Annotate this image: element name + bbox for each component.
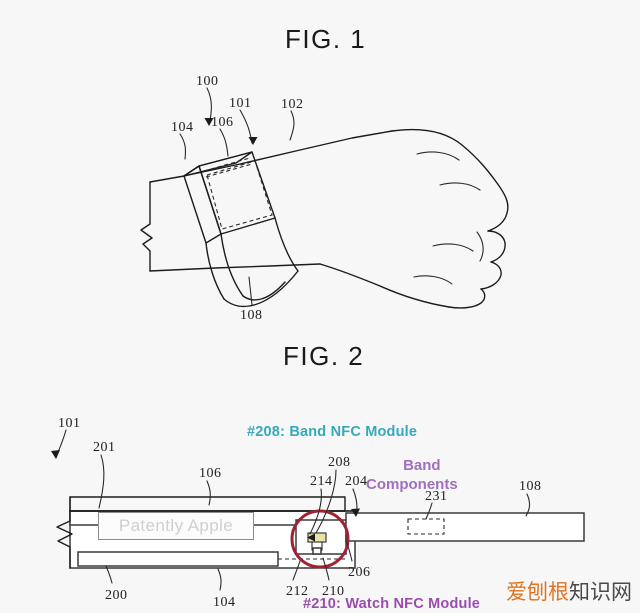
patently-apple-watermark: Patently Apple <box>98 512 254 540</box>
annotation-band-nfc-module: #208: Band NFC Module <box>247 424 418 440</box>
numeral-204: 204 <box>345 474 368 489</box>
numeral-106-fig2: 106 <box>199 466 222 481</box>
numeral-201: 201 <box>93 440 116 455</box>
numeral-214: 214 <box>310 474 333 489</box>
numeral-206: 206 <box>348 565 371 580</box>
numeral-200: 200 <box>105 588 128 603</box>
numeral-108-fig2: 108 <box>519 479 542 494</box>
annotation-band-components: Band Components <box>366 456 458 494</box>
numeral-208: 208 <box>328 455 351 470</box>
numeral-100: 100 <box>196 74 219 89</box>
figure-1-title: FIG. 1 <box>285 24 367 54</box>
numeral-106: 106 <box>211 115 234 130</box>
figure-2-title: FIG. 2 <box>283 341 365 371</box>
numeral-101-fig2: 101 <box>58 416 81 431</box>
numeral-108: 108 <box>240 308 263 323</box>
numeral-104-fig2: 104 <box>213 595 236 610</box>
annotation-band-components-line2: Components <box>366 476 458 493</box>
numeral-231: 231 <box>425 489 448 504</box>
annotation-watch-nfc-module: #210: Watch NFC Module <box>303 596 481 612</box>
site-watermark-grey: 知识网 <box>569 580 632 604</box>
numeral-102: 102 <box>281 97 304 112</box>
numeral-101: 101 <box>229 96 252 111</box>
annotation-band-components-line1: Band <box>403 457 441 474</box>
numeral-104: 104 <box>171 120 194 135</box>
site-watermark-orange: 爱刨根 <box>506 580 569 604</box>
numeral-212: 212 <box>286 584 309 599</box>
site-watermark: 爱刨根知识网 <box>506 576 632 606</box>
numeral-210: 210 <box>322 584 345 599</box>
